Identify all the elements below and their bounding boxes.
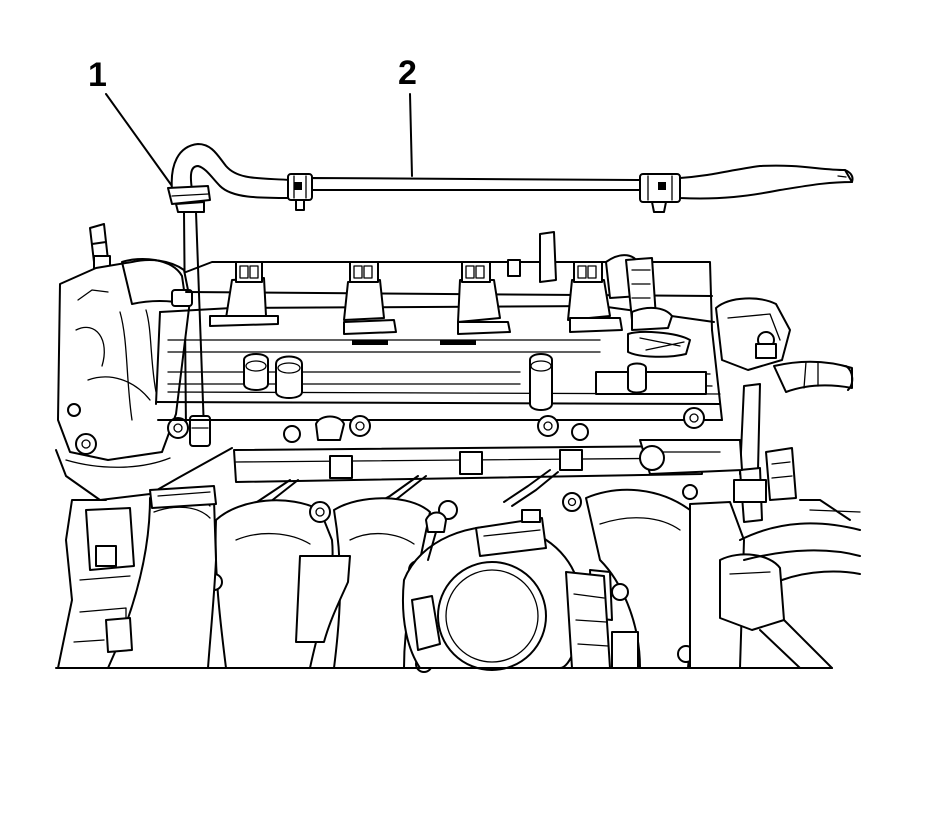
callout-2-label: 2 [398,54,417,92]
cam-cover [155,231,723,421]
vent-tube [183,211,211,447]
ignition-coil-2 [343,261,385,321]
throttle-body [401,509,639,671]
cam-cover-bolts [283,407,705,443]
fuel-rail [231,445,703,521]
ignition-coil-1 [225,261,267,319]
callout-2-leader [409,93,413,177]
coolant-hose-left [107,485,217,669]
callout-1-label: 1 [88,56,107,94]
ignition-coil-3 [457,261,501,323]
pcv-hose [167,143,854,213]
right-side-components [639,297,861,669]
callout-1-leader [105,93,173,187]
timing-cover [55,223,233,501]
ignition-coil-4 [567,261,611,321]
lower-left-block [57,499,135,669]
